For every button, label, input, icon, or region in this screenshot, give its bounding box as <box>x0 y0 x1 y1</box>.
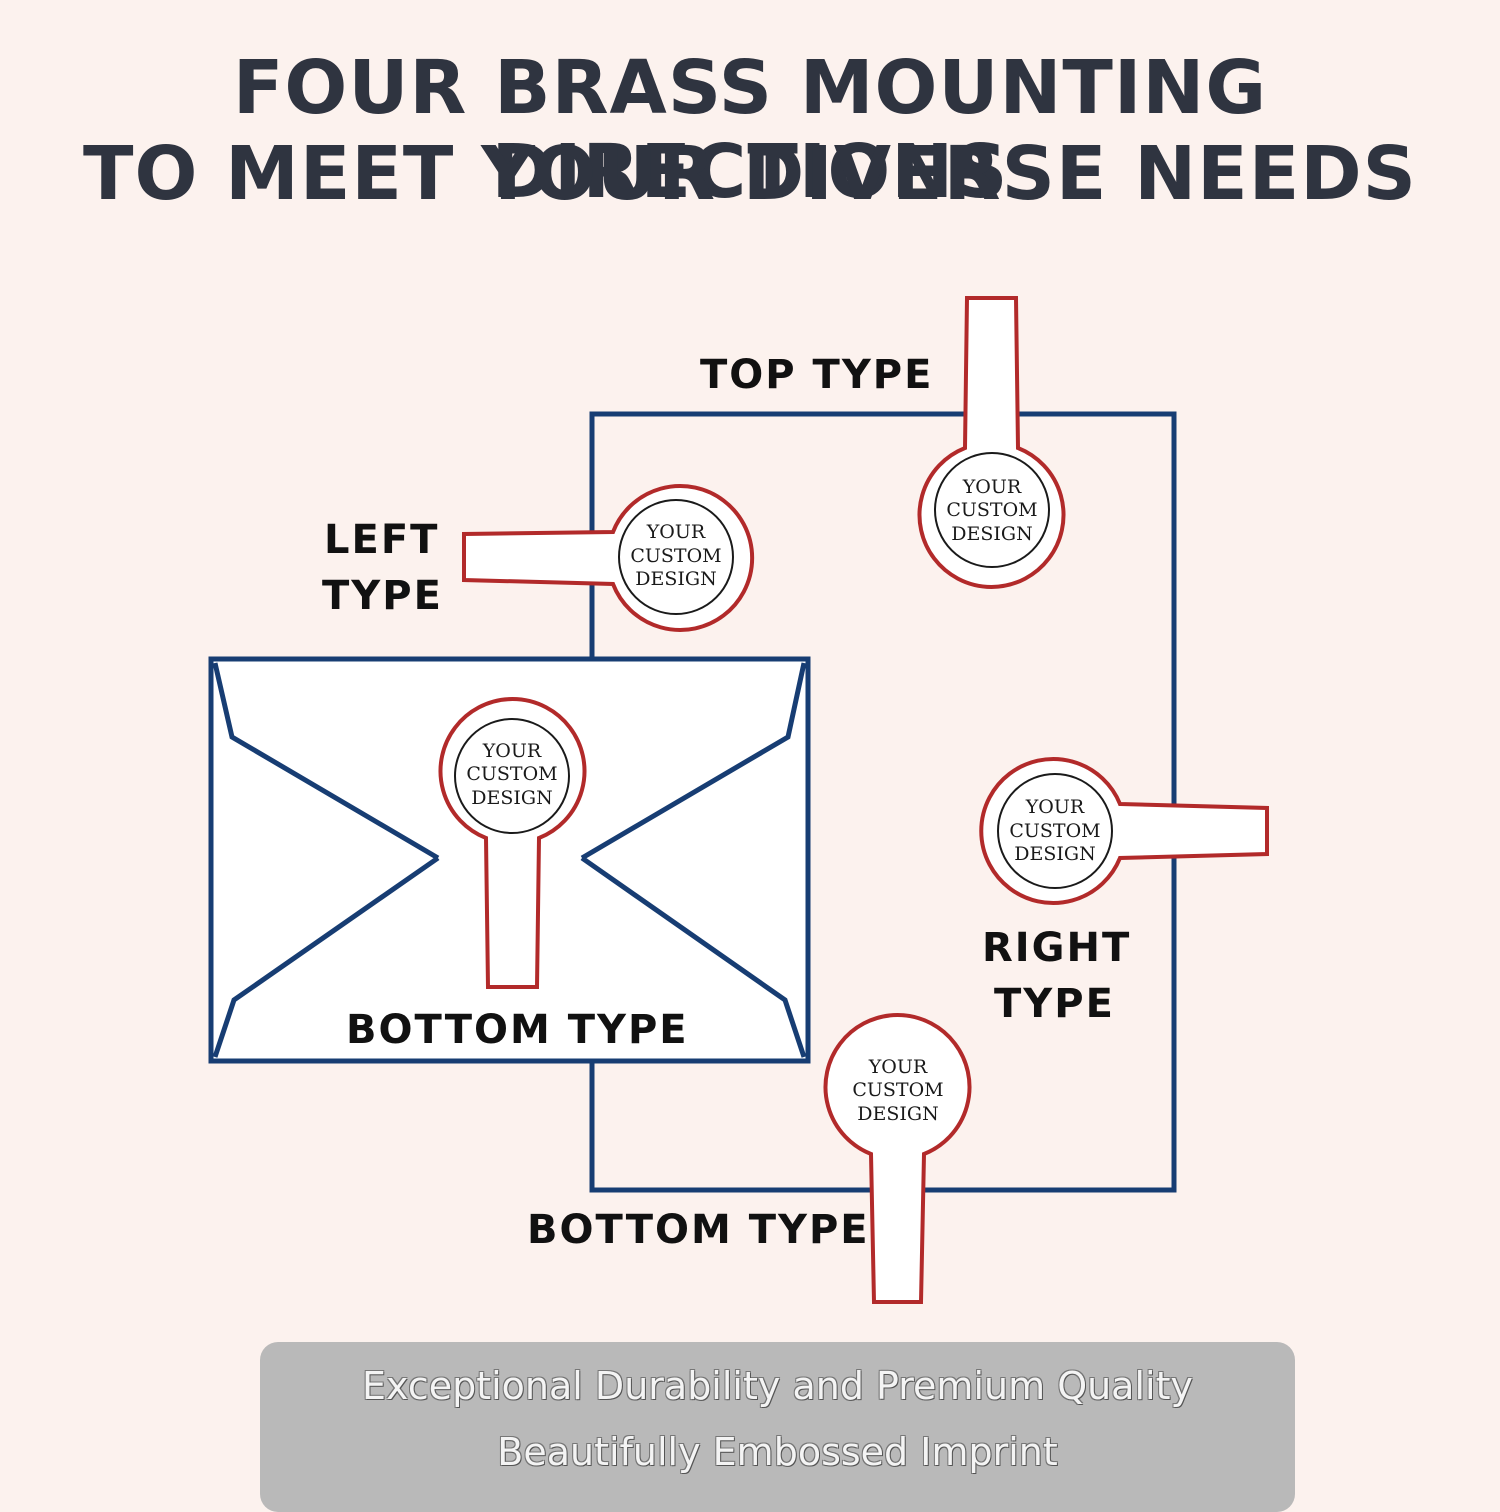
feature-banner: Exceptional Durability and Premium Quali… <box>260 1342 1295 1512</box>
label-right-type-line-1: RIGHT <box>982 925 1132 971</box>
stamp-text-line-3: DESIGN <box>951 523 1032 545</box>
stamp-text-line-1: YOUR <box>868 1056 928 1078</box>
banner-line-imprint: Beautifully Embossed Imprint <box>497 1430 1058 1474</box>
stamp-text-line-1: YOUR <box>646 521 706 543</box>
label-envelope-bottom-type: BOTTOM TYPE <box>346 1007 689 1053</box>
stamp-text-line-2: CUSTOM <box>466 763 557 785</box>
stamp-text-line-3: DESIGN <box>635 568 716 590</box>
stamp-text-line-1: YOUR <box>1025 796 1085 818</box>
stamp-text-line-2: CUSTOM <box>852 1079 943 1101</box>
right-type-stamp: YOUR CUSTOM DESIGN <box>979 757 1269 905</box>
stamp-text-line-2: CUSTOM <box>630 545 721 567</box>
stamp-text-line-3: DESIGN <box>857 1103 938 1125</box>
top-type-stamp: YOUR CUSTOM DESIGN <box>917 296 1066 589</box>
stamp-text-line-3: DESIGN <box>471 787 552 809</box>
page-title-line-1: FOUR BRASS MOUNTING DIRECTIONS <box>232 45 1268 215</box>
banner-line-durability: Exceptional Durability and Premium Quali… <box>362 1364 1193 1408</box>
mounting-diagram: YOUR CUSTOM DESIGN YOUR CUSTOM DESIGN YO… <box>208 296 1269 1304</box>
label-bottom-type: BOTTOM TYPE <box>527 1207 870 1253</box>
stamp-text-line-1: YOUR <box>482 740 542 762</box>
label-top-type: TOP TYPE <box>700 352 934 398</box>
label-left-type-line-2: TYPE <box>322 573 443 619</box>
stamp-text-line-3: DESIGN <box>1014 843 1095 865</box>
stamp-text-line-1: YOUR <box>962 476 1022 498</box>
page-title-line-2: TO MEET YOUR DIVERSE NEEDS <box>83 131 1417 217</box>
label-left-type-line-1: LEFT <box>324 517 440 563</box>
envelope-bottom-type-stamp: YOUR CUSTOM DESIGN <box>438 697 587 989</box>
stamp-text-line-2: CUSTOM <box>1009 820 1100 842</box>
bottom-type-stamp: YOUR CUSTOM DESIGN <box>823 1013 972 1304</box>
left-type-stamp: YOUR CUSTOM DESIGN <box>462 484 755 632</box>
stamp-text-line-2: CUSTOM <box>946 499 1037 521</box>
label-right-type-line-2: TYPE <box>994 981 1115 1027</box>
